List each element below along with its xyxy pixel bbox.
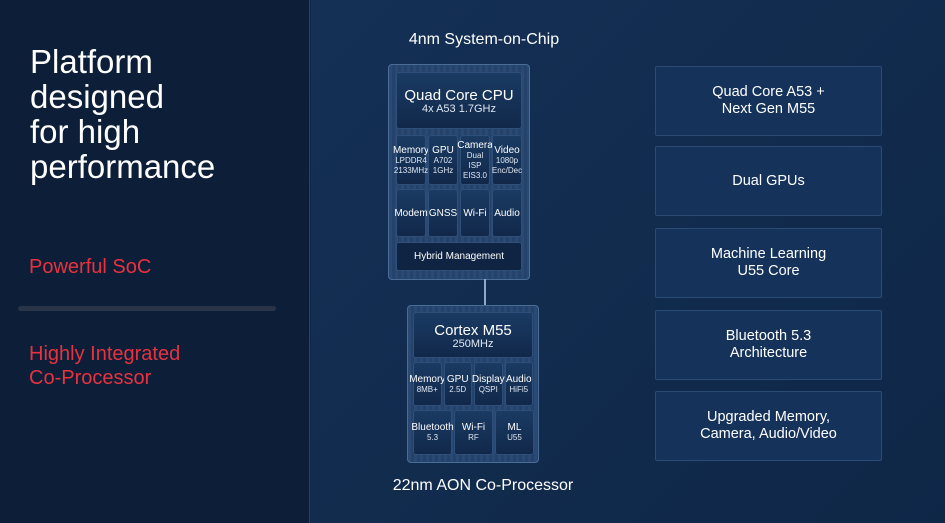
block-sub: A702 xyxy=(433,155,453,165)
block-title: GNSS xyxy=(428,207,458,219)
feature-line: Camera, Audio/Video xyxy=(700,426,837,442)
section-line: Highly Integrated xyxy=(29,343,181,365)
hybrid-management-block: Hybrid Management xyxy=(396,242,522,271)
block-sub: 4x A53 1.7GHz xyxy=(422,103,496,115)
feature-line: Next Gen M55 xyxy=(721,101,816,117)
cpu-block: Quad Core CPU 4x A53 1.7GHz xyxy=(396,72,522,129)
soc-block-gnss: GNSS xyxy=(428,189,458,237)
block-title: Audio xyxy=(494,207,520,219)
feature-line: Machine Learning xyxy=(710,246,827,262)
block-sub: Dual ISP xyxy=(466,150,484,170)
m55-block: Cortex M55 250MHz xyxy=(413,312,533,358)
feature-line: Architecture xyxy=(729,345,808,361)
block-sub: HiFi5 xyxy=(509,384,529,394)
feature-line: U55 Core xyxy=(737,263,800,279)
soc-block-wi-fi: Wi-Fi xyxy=(460,189,490,237)
feature-box: Quad Core A53 +Next Gen M55 xyxy=(655,66,882,136)
feature-box: Upgraded Memory,Camera, Audio/Video xyxy=(655,391,882,461)
feature-line: Quad Core A53 + xyxy=(712,84,825,100)
block-title: Audio xyxy=(505,373,532,385)
block-sub: 1080p xyxy=(495,155,519,165)
block-title: Memory xyxy=(409,373,446,385)
block-sub: EIS3.0 xyxy=(462,170,487,180)
block-sub: QSPI xyxy=(478,384,498,394)
block-title: GPU xyxy=(446,373,469,385)
block-title: Memory xyxy=(392,144,430,156)
section-line: Co-Processor xyxy=(29,367,152,389)
block-sub: 250MHz xyxy=(452,337,494,350)
feature-line: Upgraded Memory, xyxy=(706,409,831,425)
soc-block-audio: Audio xyxy=(492,189,522,237)
block-sub: 5.3 xyxy=(426,433,439,442)
feature-box: Dual GPUs xyxy=(655,146,882,216)
block-sub: U55 xyxy=(507,433,522,442)
block-title: Display xyxy=(471,373,505,385)
block-title: Wi-Fi xyxy=(461,422,486,433)
left-panel: Platform designed for high performance P… xyxy=(0,0,310,523)
block-title: Quad Core CPU xyxy=(404,87,514,104)
block-sub: RF xyxy=(468,433,479,442)
divider xyxy=(18,306,276,311)
title-line: performance xyxy=(30,148,216,185)
soc-caption: 4nm System-on-Chip xyxy=(408,31,560,48)
aon-caption: 22nm AON Co-Processor xyxy=(392,477,574,494)
block-title: Video xyxy=(494,144,520,156)
block-sub: 1GHz xyxy=(432,165,454,175)
block-title: Bluetooth xyxy=(411,422,454,433)
title-line: designed xyxy=(30,78,164,115)
feature-line: Bluetooth 5.3 xyxy=(725,328,812,344)
block-title: Cortex M55 xyxy=(434,321,512,339)
block-sub: LPDDR4 xyxy=(395,155,427,165)
section-co-processor: Highly Integrated Co-Processor xyxy=(29,342,180,390)
feature-line: Dual GPUs xyxy=(732,172,805,189)
block-title: Hybrid Management xyxy=(413,251,505,262)
soc-block-modem: Modem xyxy=(394,189,428,237)
section-powerful-soc: Powerful SoC xyxy=(29,256,152,278)
block-title: ML xyxy=(507,422,522,433)
connector-line xyxy=(484,279,486,306)
block-sub: Enc/Dec xyxy=(491,165,523,175)
block-sub: 8MB+ xyxy=(416,384,438,394)
title-line: Platform xyxy=(30,43,153,80)
page-title: Platform designed for high performance xyxy=(30,44,215,184)
title-line: for high xyxy=(30,113,141,150)
block-sub: 2.5D xyxy=(449,384,467,394)
block-title: GPU xyxy=(432,144,454,156)
block-sub: 2133MHz xyxy=(393,165,429,175)
block-title: Wi-Fi xyxy=(463,207,487,219)
block-title: Modem xyxy=(394,207,428,219)
block-title: Camera xyxy=(457,139,493,151)
